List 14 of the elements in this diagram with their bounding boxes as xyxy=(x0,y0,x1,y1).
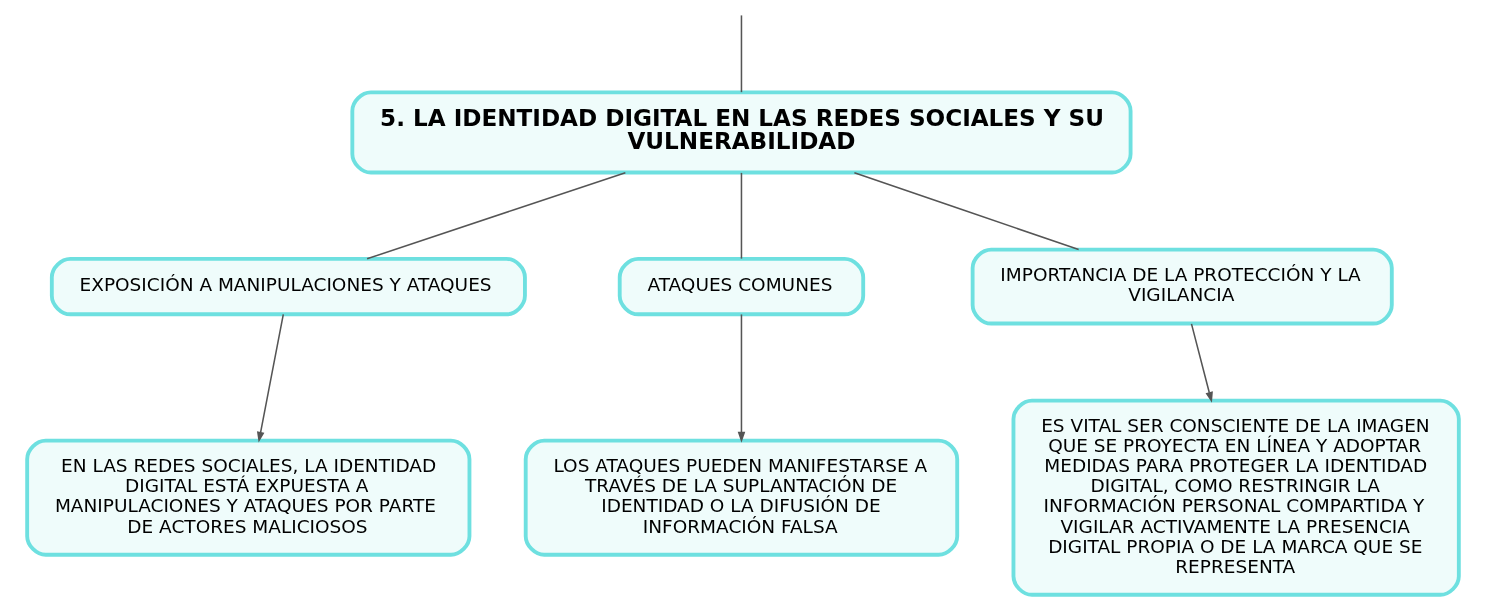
node-box: IMPORTANCIA DE LA PROTECCIÓN Y LA VIGILANCIA xyxy=(970,247,1394,326)
arrow xyxy=(256,313,285,443)
node-box: EXPOSICIÓN A MANIPULACIONES Y ATAQUES xyxy=(49,256,527,317)
node-box: LOS ATAQUES PUEDEN MANIFESTARSE A TRAVÉS DE LA SUPLANTACIÓN DE IDENTIDAD O LA DIFUSIÓN DE INFORMACIÓN FALSA xyxy=(523,438,960,557)
connector xyxy=(740,14,743,93)
arrow xyxy=(1190,323,1213,403)
node-box: 5. LA IDENTIDAD DIGITAL EN LAS REDES SOCIALES Y SU VULNERABILIDAD xyxy=(350,90,1133,175)
connector xyxy=(853,171,1080,251)
connector xyxy=(740,172,743,260)
node-box: ATAQUES COMUNES xyxy=(617,256,866,317)
node-box: ES VITAL SER CONSCIENTE DE LA IMAGEN QUE SE PROYECTA EN LÍNEA Y ADOPTAR MEDIDAS PARA PROTEGER LA IDENTIDAD DIGITAL, COMO RESTRINGIR LA INFORMACIÓN PERSONAL COMPARTIDA Y VIGILAR ACTIVAMENTE LA PRESENCIA DIGITAL PROPIA O DE LA MARCA QUE SE REPRESENTA xyxy=(1011,398,1461,597)
connector xyxy=(366,171,627,260)
node-box: EN LAS REDES SOCIALES, LA IDENTIDAD DIGITAL ESTÁ EXPUESTA A MANIPULACIONES Y ATAQUES POR PARTE DE ACTORES MALICIOSOS xyxy=(25,438,472,557)
arrow xyxy=(737,313,746,443)
